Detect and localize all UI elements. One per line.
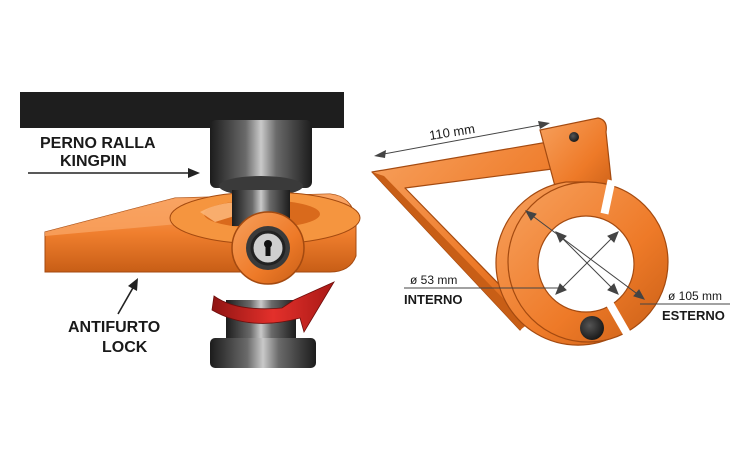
kingpin-base: [210, 338, 316, 368]
kingpin-pointer-arrow-icon: [28, 168, 200, 178]
inner-diameter-label: ø 53 mm: [410, 273, 457, 287]
lock-pointer-arrow-icon: [117, 278, 138, 315]
inner-diameter-arrows-icon: [555, 231, 619, 295]
keyhole-icon: [264, 240, 272, 256]
lock-arm-frame-edge: [372, 172, 528, 330]
kingpin-upper: [210, 120, 312, 188]
outer-diameter-arrow-icon: [524, 210, 646, 300]
length-label: 110 mm: [428, 121, 476, 143]
length-dimension-line: [374, 121, 550, 158]
right-illustration: 110 mm ø 53 mm INTERNO ø 105 mm ESTERNO: [371, 117, 730, 346]
inner-label: INTERNO: [404, 292, 463, 307]
hinge-hole: [569, 132, 579, 142]
bolt-hole: [580, 316, 604, 340]
kingpin-label-line1: PERNO RALLA: [40, 135, 156, 152]
lock-label-line2: LOCK: [102, 339, 148, 356]
rotation-arrow-icon: [211, 281, 335, 333]
kingpin-label-line2: KINGPIN: [60, 153, 127, 170]
ring-gap-bottom: [605, 300, 631, 336]
lock-label-line1: ANTIFURTO: [68, 319, 160, 336]
left-illustration: PERNO RALLA KINGPIN ANTIFURTO LOCK: [20, 92, 361, 368]
outer-label: ESTERNO: [662, 308, 725, 323]
outer-diameter-label: ø 105 mm: [668, 289, 722, 303]
ring-gap-top: [600, 179, 616, 215]
